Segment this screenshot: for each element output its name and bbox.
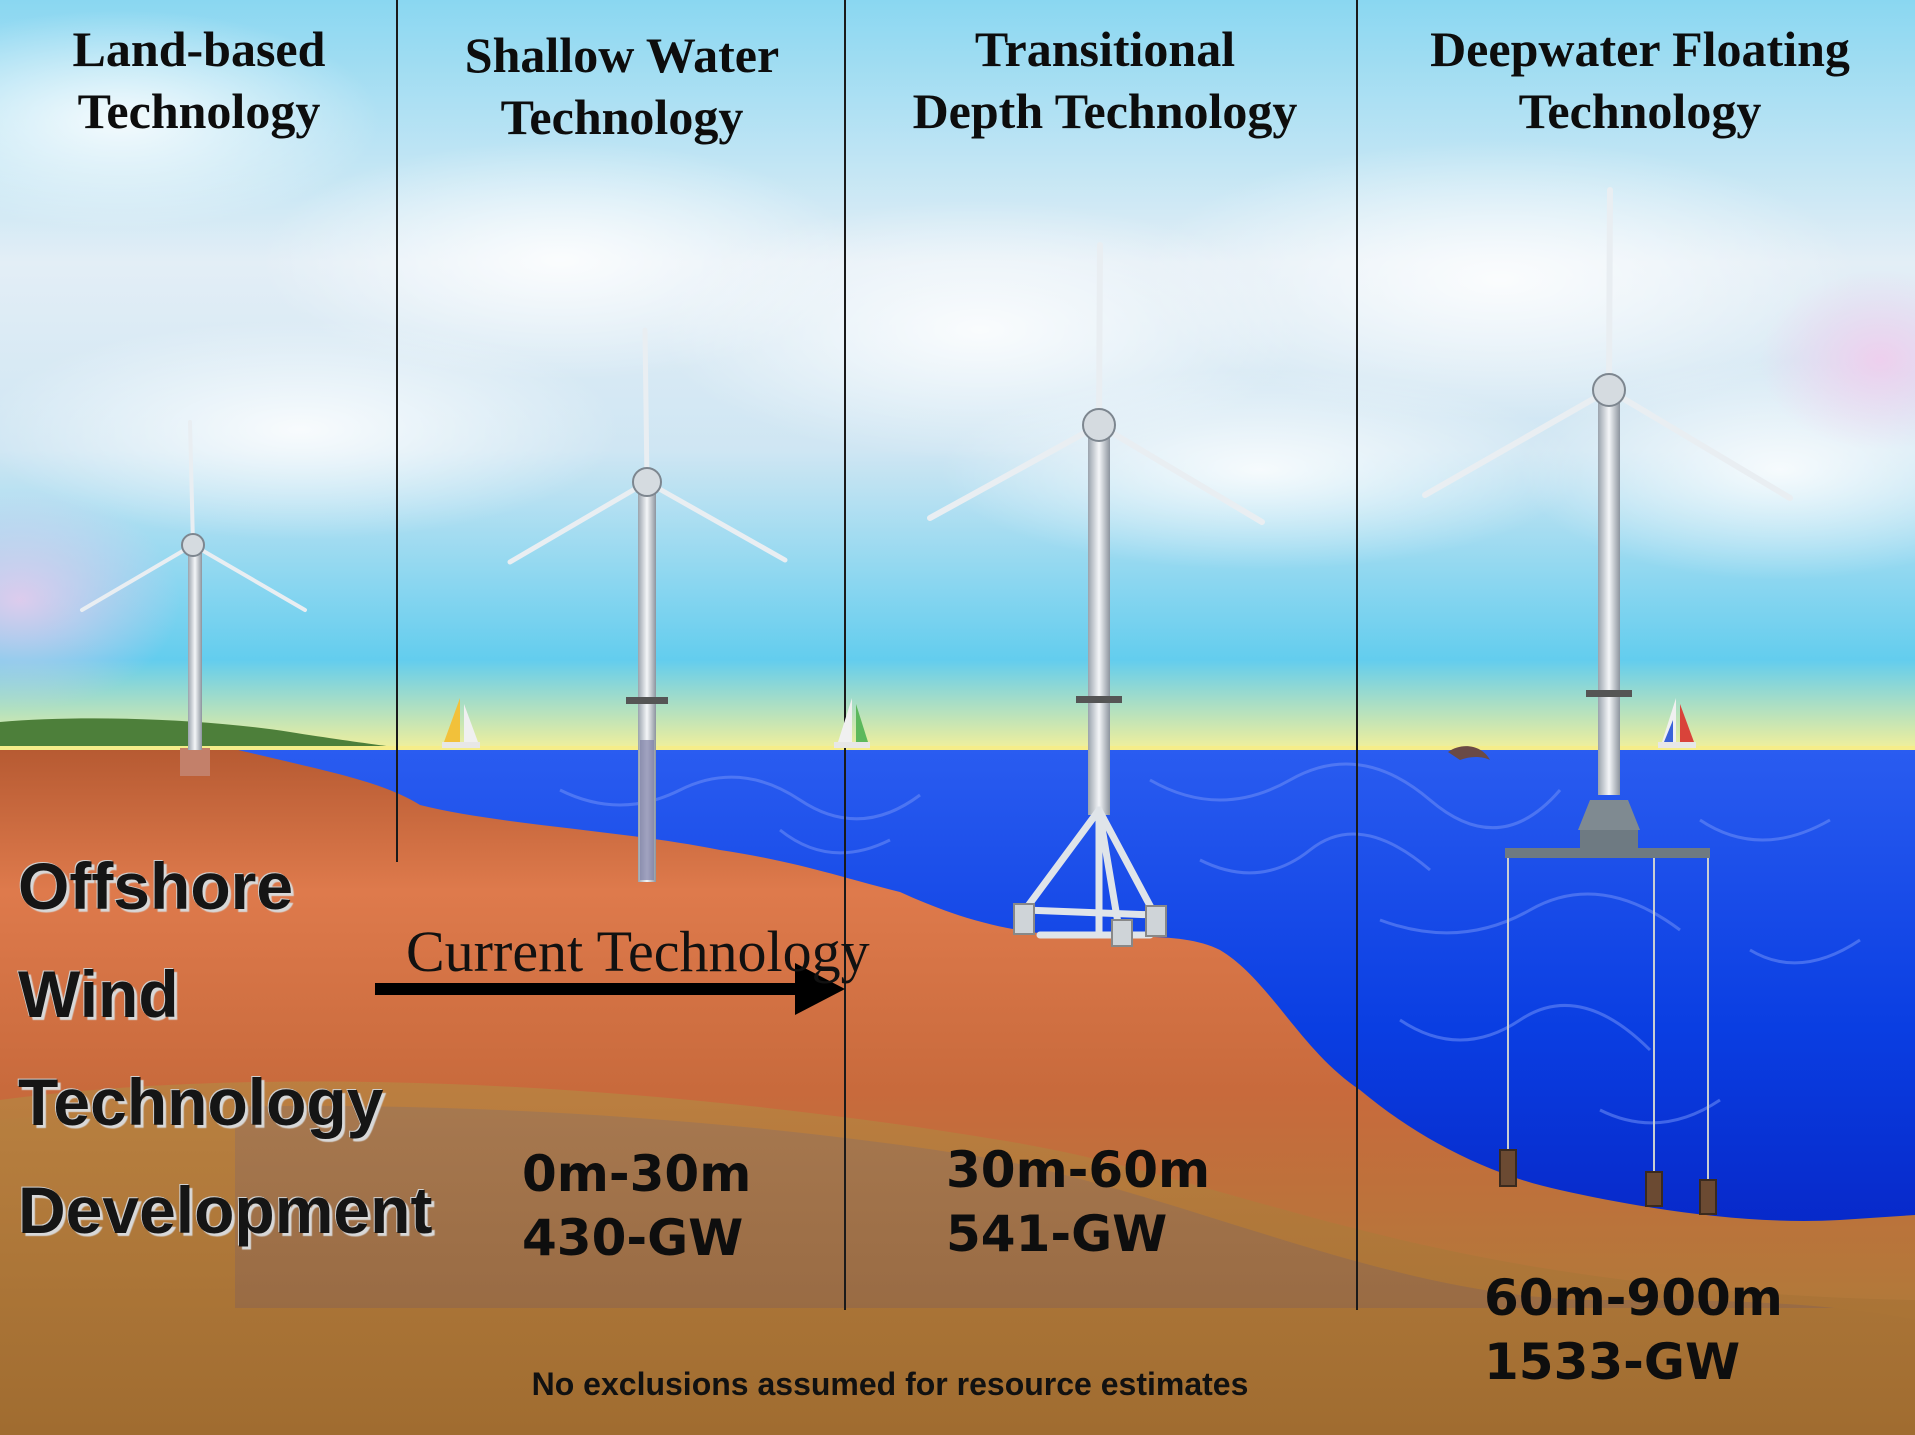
title-line: Wind: [18, 957, 179, 1031]
land-turbine: [80, 420, 307, 776]
transitional-turbine: [927, 242, 1265, 947]
resource-deepwater: 60m-900m 1533-GW: [1484, 1266, 1783, 1394]
title-line: Technology: [18, 1065, 384, 1139]
dolphin: [1448, 746, 1490, 760]
sailboat-2: [834, 698, 870, 748]
heading-line: Shallow Water: [464, 27, 780, 83]
title-line: Offshore: [18, 849, 294, 923]
shallow-turbine: [507, 327, 788, 882]
depth-range: 30m-60m: [946, 1141, 1211, 1199]
sailboat-1: [442, 698, 480, 748]
heading-line: Deepwater Floating: [1430, 21, 1850, 77]
heading-line: Technology: [1518, 83, 1762, 139]
heading-line: Depth Technology: [912, 83, 1298, 139]
heading-line: Technology: [77, 83, 321, 139]
sailboat-3: [1658, 698, 1696, 748]
floating-turbine: [1422, 187, 1793, 1215]
title-line: Development: [18, 1173, 433, 1247]
column-dividers: [396, 0, 1358, 1310]
seabed: [0, 748, 1915, 1320]
capacity: 541-GW: [946, 1205, 1168, 1263]
resource-shallow: 0m-30m 430-GW: [522, 1142, 751, 1270]
resource-transitional: 30m-60m 541-GW: [946, 1138, 1210, 1266]
heading-line: Land-based: [72, 21, 326, 77]
water-caustics: [559, 762, 1861, 1125]
heading-line: Technology: [500, 89, 744, 145]
depth-range: 0m-30m: [522, 1145, 752, 1203]
depth-range: 60m-900m: [1484, 1269, 1783, 1327]
heading-transitional-depth: Transitional Depth Technology: [860, 18, 1350, 142]
heading-land-based: Land-based Technology: [14, 18, 384, 142]
capacity: 430-GW: [522, 1209, 744, 1267]
footnote: No exclusions assumed for resource estim…: [531, 1366, 1249, 1402]
current-technology-arrow: [375, 963, 845, 1015]
current-technology-label: Current Technology: [406, 919, 870, 984]
ground-overlay: [0, 1081, 1915, 1435]
heading-line: Transitional: [974, 21, 1236, 77]
diagram-title: Offshore Wind Technology Development: [18, 832, 432, 1264]
heading-deepwater-floating: Deepwater Floating Technology: [1370, 18, 1910, 142]
heading-shallow-water: Shallow Water Technology: [412, 24, 832, 148]
capacity: 1533-GW: [1484, 1333, 1741, 1391]
